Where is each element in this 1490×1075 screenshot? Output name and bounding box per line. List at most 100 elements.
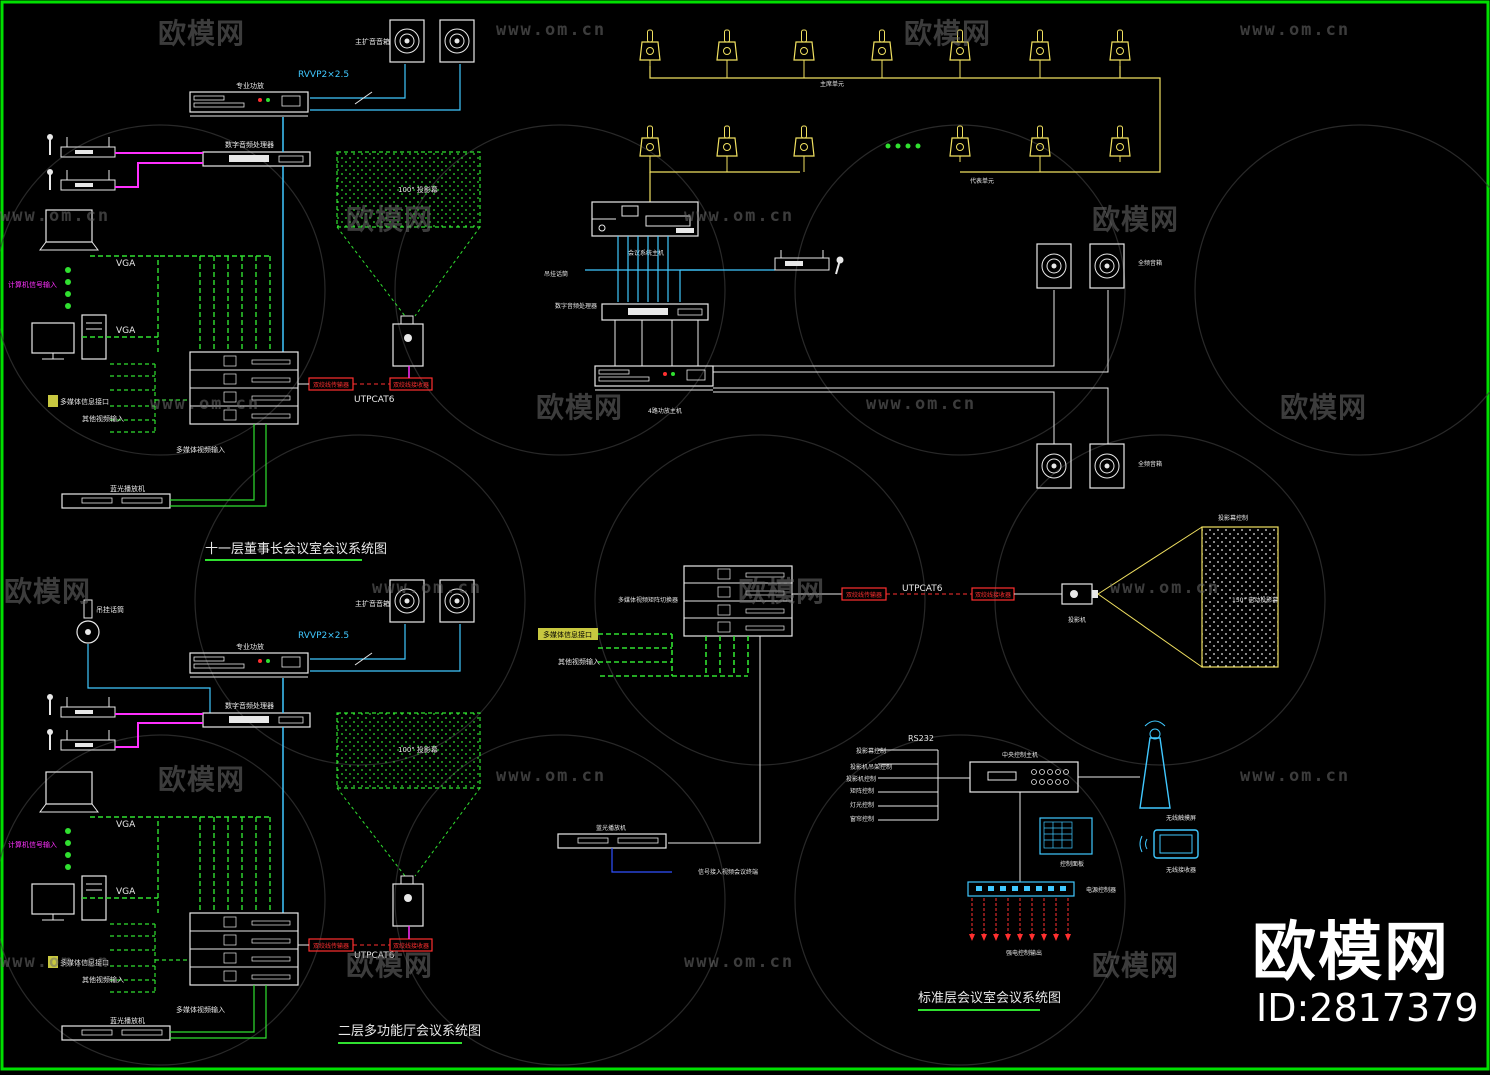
conference-mic-unit-icon	[871, 29, 893, 66]
wireless-mic-icon	[47, 729, 116, 751]
hanging-mic-label-2: 吊挂话筒	[544, 270, 568, 278]
system-middle-right: 多媒体视频矩阵切换器 多媒体信息接口 其他视频输入 双绞线传输器 UTPCAT6…	[538, 514, 1279, 876]
hanging-mic-label: 吊挂话筒	[96, 605, 124, 614]
video-matrix-label: 多媒体视频矩阵切换器	[618, 596, 678, 604]
projection-screen-3	[1201, 526, 1279, 668]
conference-mic-unit-icon	[1109, 29, 1131, 66]
vga-label-4: VGA	[116, 887, 136, 897]
wall-box-label-2: 多媒体信息接口	[60, 958, 109, 967]
matrix-input-label: 多媒体视频输入	[176, 445, 225, 454]
power-output-arrow-icon	[993, 898, 999, 941]
screen-label: 100" 投影幕	[398, 185, 438, 194]
speaker-main-label: 主扩音音箱	[355, 37, 390, 46]
video-matrix-device	[683, 565, 793, 637]
speaker-main-label-2: 主扩音音箱	[355, 599, 390, 608]
speaker-full-label: 全频音箱	[1138, 259, 1162, 267]
amp-hall-label: 4路功放主机	[648, 407, 682, 415]
chair-units-label: 主席单元	[820, 80, 844, 88]
wireless-mic-icon	[47, 169, 116, 191]
power-output-arrow-icon	[969, 898, 975, 941]
control-output-list: 投影幕控制 投影机吊架控制 投影机控制 矩阵控制 灯光控制 窗帘控制	[846, 747, 892, 823]
audio-processor-device	[202, 712, 311, 728]
dvd-player-device	[557, 833, 667, 849]
vga-label-2: VGA	[116, 326, 136, 336]
audio-processor-device-2	[601, 303, 709, 321]
conference-mic-unit-icon	[949, 29, 971, 66]
dvd-label-3: 蓝光播放机	[596, 824, 626, 832]
speaker-icon	[1036, 443, 1072, 489]
ctrl-light-label: 灯光控制	[850, 801, 874, 809]
screen-label-3: 150" 电动投影幕	[1232, 596, 1278, 604]
other-input-label: 其他视频输入	[82, 414, 124, 423]
dvd-player-device	[61, 493, 171, 509]
power-sequencer-device	[967, 881, 1075, 897]
title-top-left: 十一层董事长会议室会议系统图	[205, 541, 387, 557]
transmitter-label: 双绞线传输器	[313, 381, 349, 389]
handheld-mic-icon	[835, 256, 844, 275]
wall-box-label-3: 多媒体信息接口	[543, 630, 592, 639]
wall-box-tag-3	[538, 628, 598, 640]
title-bottom-left: 二层多功能厅会议系统图	[338, 1023, 481, 1039]
rv-cable-label-2: RVVP2×2.5	[298, 631, 349, 641]
receiver-label: 双绞线接收器	[393, 381, 429, 389]
screen-ctrl-label: 投影幕控制	[1218, 514, 1248, 522]
central-control-device	[969, 761, 1079, 793]
conference-mic-unit-icon	[1109, 125, 1131, 162]
laptop-icon	[39, 771, 99, 813]
power-output-arrow-icon	[1065, 898, 1071, 941]
dvd-player-device	[61, 1025, 171, 1041]
ctrl-lift-label: 投影机吊架控制	[850, 763, 892, 771]
speaker-icon	[439, 19, 475, 63]
power-output-arrow-icon	[1029, 898, 1035, 941]
receiver-label-2: 双绞线接收器	[393, 942, 429, 950]
wall-box-label: 多媒体信息接口	[60, 397, 109, 406]
speaker-icon	[389, 19, 425, 63]
transmitter-label-3: 双绞线传输器	[846, 591, 882, 599]
rv-cable-label: RVVP2×2.5	[298, 70, 349, 80]
audio-processor-device	[202, 151, 311, 167]
screen-label-2: 100" 投影幕	[398, 745, 438, 754]
video-matrix-device	[189, 912, 299, 986]
hanging-mic-icon	[76, 599, 100, 644]
wifi-label: 无线接收器	[1166, 866, 1196, 874]
laptop-icon	[39, 209, 99, 251]
speaker-icon	[1089, 243, 1125, 289]
watermark-rings	[0, 124, 1490, 1066]
system-bottom-left: 主扩音音箱 吊挂话筒 RVVP2×2.5 专业功放	[8, 579, 481, 1044]
processor-label: 数字音频处理器	[555, 302, 597, 310]
conference-mic-unit-icon	[716, 125, 738, 162]
conference-mic-unit-icon	[716, 29, 738, 66]
utp-label-2: UTPCAT6	[354, 951, 395, 961]
power-amp-device	[189, 91, 309, 117]
sequencer-out-label: 强电控制输出	[1006, 949, 1042, 957]
conference-mic-unit-icon	[949, 125, 971, 162]
conference-host-label: 会议系统主机	[628, 249, 664, 257]
mixer-label: 数字音频处理器	[225, 140, 274, 149]
dvd-label: 蓝光播放机	[110, 484, 145, 493]
receiver-label-3: 双绞线接收器	[975, 591, 1011, 599]
video-matrix-device	[189, 351, 299, 425]
dvd-label-2: 蓝光播放机	[110, 1016, 145, 1025]
matrix-input-label-2: 多媒体视频输入	[176, 1005, 225, 1014]
projection-screen	[336, 151, 481, 228]
signal-note-label: 信号接入视频会议终端	[698, 868, 758, 876]
conference-mic-unit-icon	[1029, 29, 1051, 66]
ctrl-curtain-label: 窗帘控制	[850, 815, 874, 823]
speaker-icon	[439, 579, 475, 623]
utp-label-3: UTPCAT6	[902, 584, 943, 594]
vga-label-3: VGA	[116, 820, 136, 830]
rs232-label: RS232	[908, 734, 934, 743]
transmitter-label-2: 双绞线传输器	[313, 942, 349, 950]
wall-box-tag-2	[48, 956, 58, 968]
ctrl-proj-label: 投影机控制	[846, 775, 876, 783]
system-top-left: 主扩音音箱 RVVP2×2.5 专业功放 数字音频处理器	[8, 19, 481, 561]
projector-icon	[392, 315, 424, 367]
touch-panel-icon	[1139, 829, 1199, 859]
power-seq-label: 电源控制器	[1086, 886, 1116, 894]
brand-logo-text: 欧模网	[1252, 916, 1450, 990]
wireless-receiver-icon	[774, 250, 830, 271]
other-input-label-3: 其他视频输入	[558, 657, 600, 666]
speaker-icon	[1036, 243, 1072, 289]
